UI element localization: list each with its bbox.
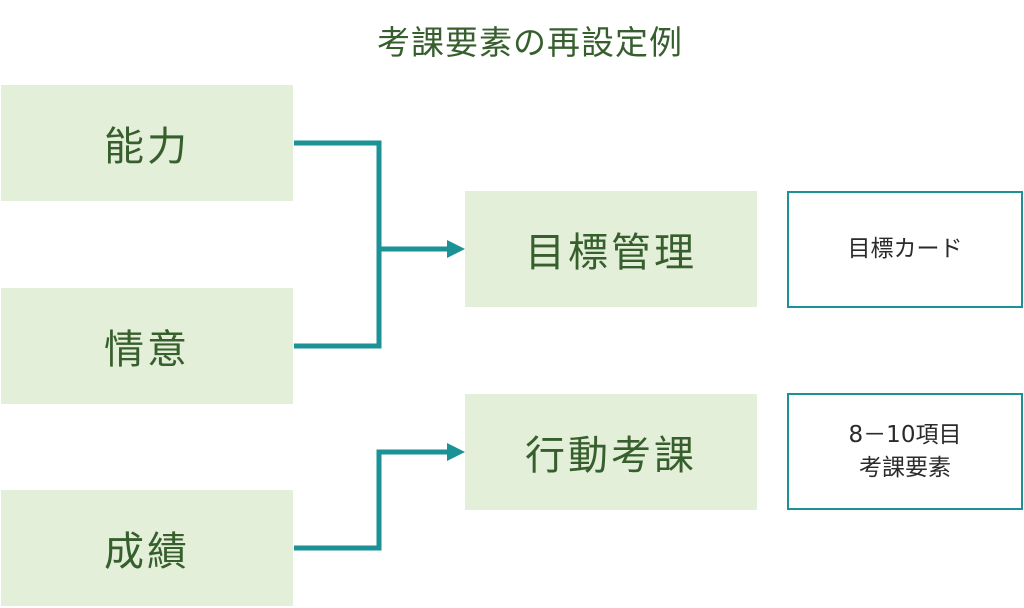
target-box-goal-management: 目標管理 — [465, 191, 757, 307]
input-box-attitude: 情意 — [1, 288, 293, 404]
output-behavior-line-1: 8－10項目 — [848, 421, 962, 448]
output-box-goal-card: 目標カード — [787, 191, 1023, 308]
arrowhead-behavior-icon — [447, 443, 465, 461]
connector-performance-to-behavior — [294, 449, 449, 551]
diagram-title: 考課要素の再設定例 — [377, 23, 683, 62]
connector-attitude-to-goal — [294, 249, 382, 349]
arrowhead-goal-icon — [447, 240, 465, 258]
connector-ability-to-goal — [294, 140, 449, 252]
output-box-evaluation-items: 8－10項目 考課要素 — [787, 393, 1023, 510]
target-box-behavior-evaluation: 行動考課 — [465, 394, 757, 510]
input-box-ability: 能力 — [1, 85, 293, 201]
output-goal-line-1: 目標カード — [847, 236, 963, 262]
output-behavior-line-2: 考課要素 — [859, 454, 951, 481]
input-box-performance: 成績 — [1, 490, 293, 606]
